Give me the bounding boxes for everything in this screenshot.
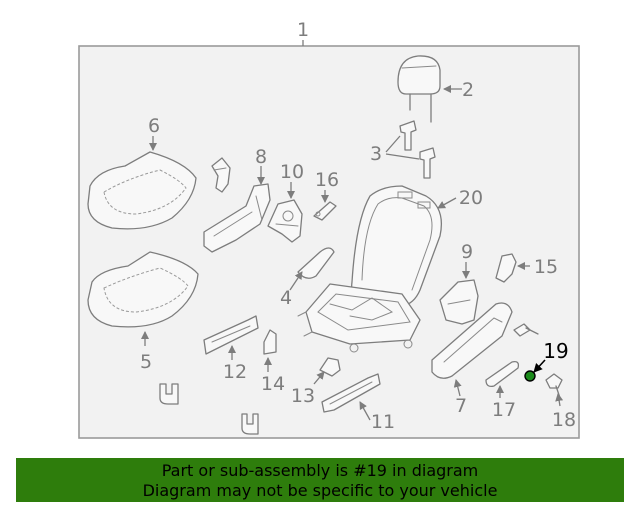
- callout-18: 18: [552, 409, 576, 431]
- clip-left[interactable]: [159, 383, 179, 405]
- callout-3: 3: [370, 143, 382, 165]
- part-3-headrest-guide[interactable]: [399, 120, 436, 179]
- callout-13: 13: [291, 385, 315, 407]
- callout-20-leader: [437, 197, 457, 209]
- seat-parts-diagram: 1 2 3 4 5 6 7 8 9 10 11 12 13 14 15 16 1…: [78, 19, 580, 439]
- part-7-side-panel[interactable]: [431, 302, 513, 379]
- part-11-rail-cover[interactable]: [321, 373, 381, 413]
- callout-3-leader-b: [385, 153, 420, 160]
- info-banner: Part or sub-assembly is #19 in diagram D…: [16, 458, 624, 502]
- callout-16: 16: [315, 169, 339, 191]
- part-10-recliner[interactable]: [267, 199, 303, 243]
- callout-19-leader: [533, 359, 546, 373]
- seat-belt-buckle[interactable]: [211, 157, 231, 193]
- callout-13-leader: [313, 371, 325, 385]
- seat-cushion-frame[interactable]: [297, 283, 421, 353]
- part-5-cushion-cover[interactable]: [87, 251, 199, 328]
- callout-17: 17: [492, 399, 516, 421]
- clip-bottom[interactable]: [241, 413, 259, 435]
- callout-14: 14: [261, 373, 285, 395]
- part-20-seat-back[interactable]: [351, 185, 443, 307]
- part-4-knob[interactable]: [297, 247, 335, 279]
- callout-18-leader: [555, 393, 564, 407]
- part-8-side-shield[interactable]: [203, 183, 271, 253]
- callout-9: 9: [461, 241, 473, 263]
- part-9-side-cover[interactable]: [439, 279, 479, 325]
- part-19-nut[interactable]: [524, 370, 536, 382]
- banner-line-1: Part or sub-assembly is #19 in diagram: [161, 461, 479, 480]
- part-16-lever[interactable]: [313, 201, 337, 221]
- callout-11-leader: [359, 401, 371, 421]
- callout-12: 12: [223, 361, 247, 383]
- callout-4-leader: [289, 271, 303, 291]
- callout-3-leader-a: [385, 135, 401, 153]
- callout-19: 19: [543, 339, 568, 363]
- callout-2: 2: [462, 79, 474, 101]
- callout-15: 15: [534, 256, 558, 278]
- callout-4: 4: [280, 287, 292, 309]
- callout-20: 20: [459, 187, 483, 209]
- callout-5: 5: [140, 351, 152, 373]
- callout-11: 11: [371, 411, 395, 433]
- callout-7-leader: [453, 379, 462, 397]
- callout-8: 8: [255, 146, 267, 168]
- callout-6: 6: [148, 115, 160, 137]
- part-13-small-bracket[interactable]: [319, 357, 341, 377]
- banner-line-2: Diagram may not be specific to your vehi…: [142, 481, 498, 500]
- part-2-headrest[interactable]: [397, 55, 441, 123]
- part-15-clip[interactable]: [495, 253, 517, 283]
- bolt-upper[interactable]: [513, 323, 539, 337]
- callout-10: 10: [280, 161, 304, 183]
- part-17-handle[interactable]: [485, 360, 520, 388]
- part-12-bracket[interactable]: [203, 315, 259, 355]
- part-6-cushion-pad[interactable]: [87, 151, 197, 230]
- callout-1: 1: [297, 19, 309, 41]
- callout-7: 7: [455, 395, 467, 417]
- part-14-small-bracket[interactable]: [263, 329, 277, 355]
